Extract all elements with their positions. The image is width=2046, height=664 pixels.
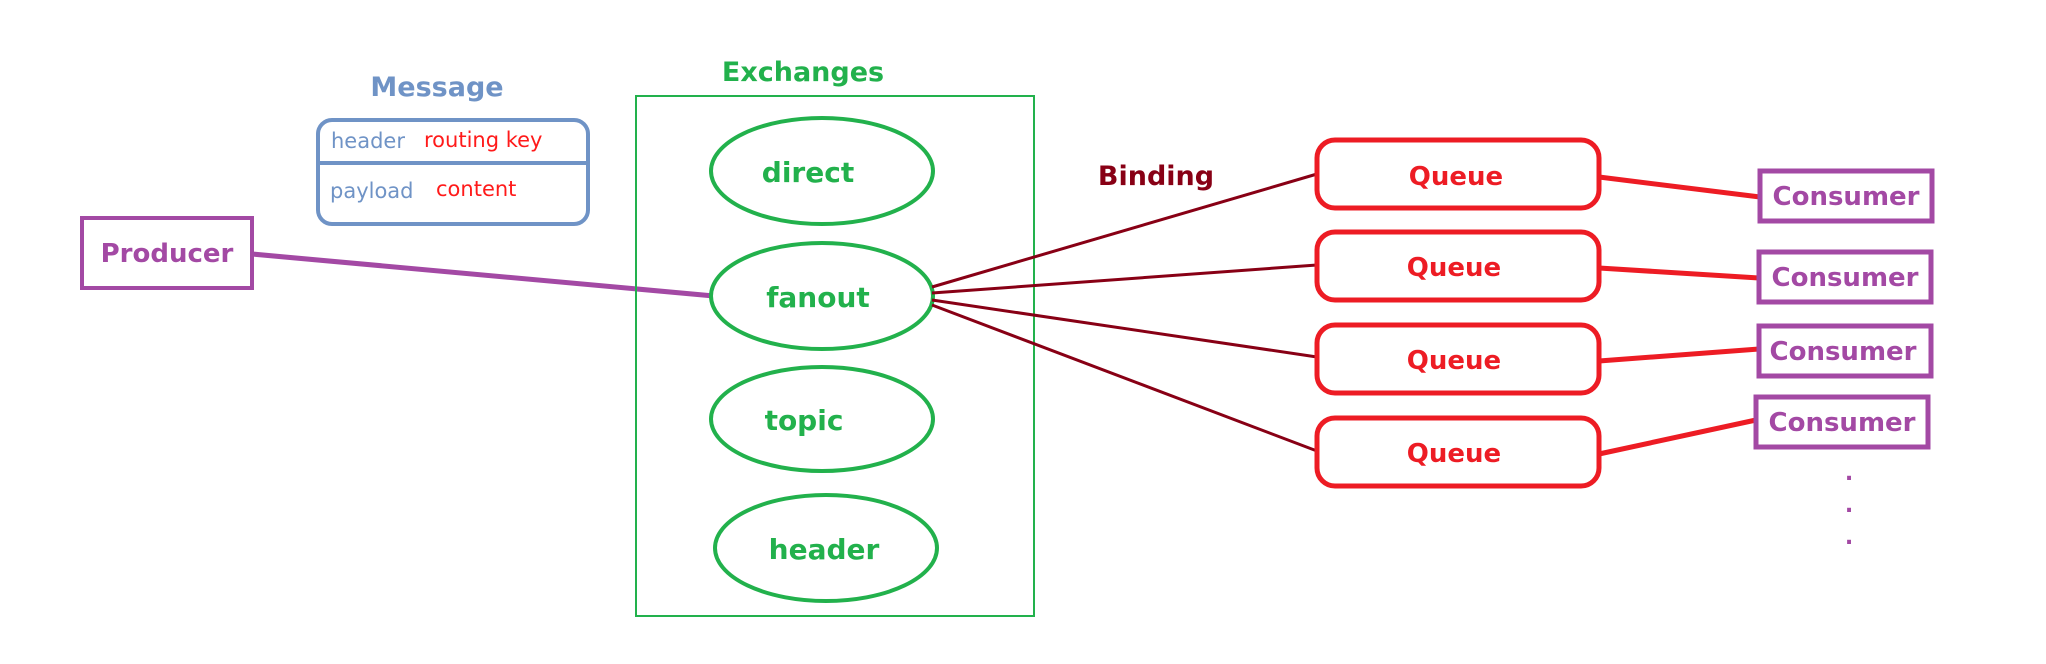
exchange-fanout-label: fanout: [766, 281, 870, 314]
exchange-header-label: header: [769, 533, 880, 566]
message-content: content: [436, 177, 516, 201]
consumer-box-4: [1753, 394, 1931, 450]
ellipsis-dot-2: .: [1845, 493, 1853, 518]
ellipsis-dot-3: .: [1845, 525, 1853, 550]
consumer-label-2: Consumer: [1772, 263, 1919, 293]
queue-to-consumer-line-3: [1598, 346, 1760, 364]
exchanges-title: Exchanges: [722, 57, 884, 88]
queue-label-3: Queue: [1407, 346, 1501, 376]
exchange-direct-label: direct: [762, 156, 854, 189]
binding-line-queue-3: [931, 298, 1318, 359]
queue-to-consumer-line-1: [1598, 174, 1761, 200]
queue-label-2: Queue: [1407, 253, 1501, 283]
message-routing-key: routing key: [424, 128, 542, 152]
exchanges-frame: [635, 95, 1035, 617]
binding-line-queue-2: [931, 263, 1318, 295]
queue-box-1: [1314, 137, 1602, 211]
binding-label: Binding: [1098, 161, 1214, 192]
exchange-topic-ellipse: [709, 365, 935, 473]
consumer-label-4: Consumer: [1769, 408, 1916, 438]
message-payload-label: payload: [330, 179, 414, 203]
consumer-box-3: [1756, 323, 1934, 379]
consumer-label-1: Consumer: [1773, 182, 1920, 212]
exchange-fanout-ellipse: [709, 241, 935, 351]
ellipsis-dot-1: .: [1845, 461, 1853, 486]
binding-line-queue-4: [931, 303, 1318, 453]
queue-label-4: Queue: [1407, 439, 1501, 469]
queue-to-consumer-line-2: [1598, 265, 1760, 281]
queue-to-consumer-line-4: [1598, 417, 1757, 457]
message-title: Message: [370, 72, 503, 103]
message-box: [316, 118, 590, 226]
binding-line-queue-1: [931, 172, 1318, 289]
exchange-header-ellipse: [713, 493, 939, 603]
queue-label-1: Queue: [1409, 162, 1503, 192]
producer-box: [80, 216, 254, 290]
consumer-box-1: [1757, 168, 1935, 224]
exchange-topic-label: topic: [765, 404, 844, 437]
queue-box-2: [1314, 229, 1602, 303]
producer-label: Producer: [101, 239, 234, 269]
consumer-label-3: Consumer: [1770, 337, 1917, 367]
consumer-box-2: [1756, 249, 1934, 305]
exchange-direct-ellipse: [709, 116, 935, 226]
producer-to-fanout-line: [251, 251, 715, 299]
message-header-label: header: [331, 129, 405, 153]
